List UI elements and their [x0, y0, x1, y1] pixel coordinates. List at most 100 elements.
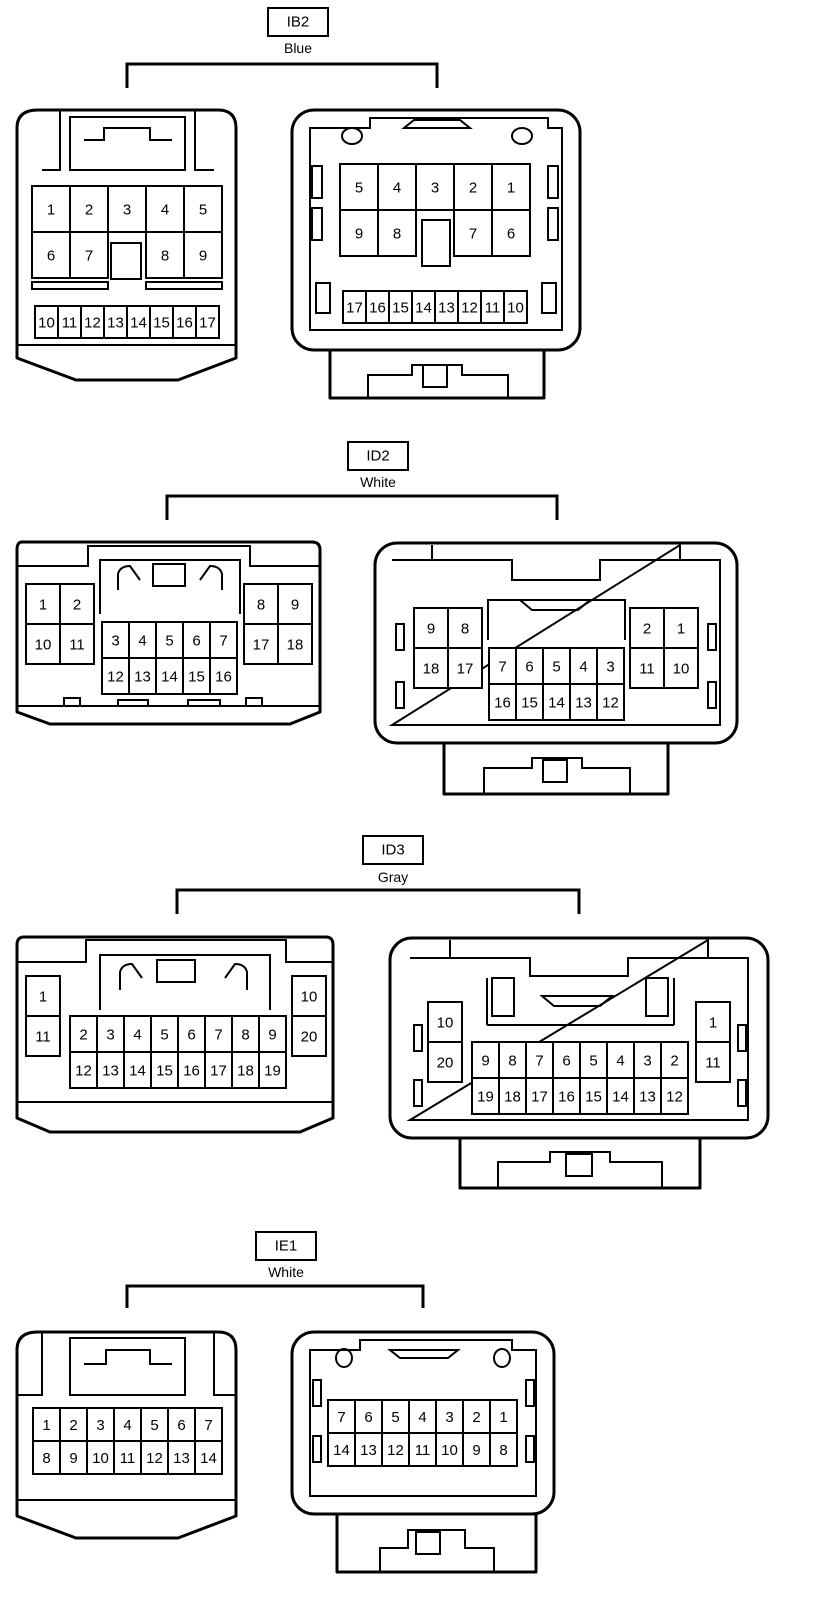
pin-number: 2 [85, 202, 93, 219]
pin-number: 10 [301, 989, 318, 1006]
pin-cell [498, 1041, 527, 1079]
pin-cell [606, 1077, 635, 1115]
pin-cell [128, 657, 157, 695]
pin-cell [195, 305, 220, 339]
connector-code-box [362, 835, 424, 865]
pin-number: 2 [79, 1027, 87, 1044]
connector-code: ID3 [381, 842, 404, 859]
lock-button [422, 364, 448, 388]
pin-number: 11 [485, 300, 501, 317]
housing-rib [525, 1379, 535, 1407]
pin-number: 16 [369, 300, 386, 317]
pin-number: 13 [134, 669, 151, 686]
housing-bottom-lock [335, 1514, 538, 1574]
pin-number: 3 [431, 180, 439, 197]
pin-number: 15 [153, 315, 170, 332]
pin-cell [25, 975, 61, 1017]
pin-cell [327, 1399, 356, 1434]
pin-number: 3 [445, 1409, 453, 1426]
pin-cell [596, 647, 625, 685]
pin-number: 9 [355, 226, 363, 243]
housing-top-step [431, 545, 680, 581]
pin-cell [354, 1399, 383, 1434]
housing-rib [312, 1435, 322, 1463]
housing-notch [539, 995, 615, 1007]
pin-cell [381, 1432, 410, 1467]
pin-number: 16 [494, 695, 511, 712]
pin-number: 10 [507, 300, 524, 317]
pin-number: 18 [237, 1063, 254, 1080]
housing-outline [388, 936, 770, 1140]
pin-cell [569, 647, 598, 685]
pin-cell [291, 975, 327, 1017]
lock-tab [84, 127, 172, 141]
pin-number: 6 [177, 1417, 185, 1434]
housing-rib [547, 165, 559, 199]
pin-cell [415, 163, 455, 211]
housing-hole [493, 1348, 511, 1368]
pin-number: 4 [616, 1053, 624, 1070]
pin-number: 7 [214, 1027, 222, 1044]
pin-number: 14 [200, 1450, 217, 1467]
pin-cell [663, 647, 699, 689]
housing-bottom-lock [328, 350, 546, 400]
pin-number: 17 [346, 300, 363, 317]
pin-cell [123, 1051, 152, 1089]
pin-cell [339, 163, 379, 211]
housing-key [110, 242, 142, 280]
housing-rib [413, 1024, 423, 1052]
pin-number: 11 [62, 315, 78, 332]
housing-slot [145, 281, 223, 290]
pin-number: 8 [257, 597, 265, 614]
connector-color: Gray [378, 869, 408, 885]
pin-cell [243, 623, 279, 665]
housing-latch-frame [69, 1337, 186, 1396]
pin-number: 13 [438, 300, 455, 317]
pin-number: 9 [268, 1027, 276, 1044]
pin-cell [489, 1432, 518, 1467]
pin-number: 3 [96, 1417, 104, 1434]
pin-number: 1 [677, 621, 685, 638]
pin-number: 12 [602, 695, 619, 712]
housing-feet [63, 697, 263, 706]
housing-rib [541, 282, 557, 314]
lock-button [415, 1531, 441, 1555]
pin-number: 4 [579, 659, 587, 676]
housing-hole [341, 127, 363, 145]
pin-number: 9 [472, 1442, 480, 1459]
pin-number: 10 [437, 1015, 454, 1032]
pin-cell [183, 231, 223, 279]
pin-cell [101, 621, 130, 659]
housing-hole [511, 127, 533, 145]
pin-number: 20 [437, 1055, 454, 1072]
pin-number: 2 [73, 597, 81, 614]
lock-tab [156, 959, 196, 983]
pin-cell [277, 583, 313, 625]
pin-number: 5 [391, 1409, 399, 1426]
pin-number: 9 [427, 621, 435, 638]
pin-cell [695, 1001, 731, 1043]
pin-cell [515, 683, 544, 721]
pin-number: 8 [499, 1442, 507, 1459]
pin-number: 1 [39, 989, 47, 1006]
housing-rib [395, 623, 405, 651]
pin-number: 18 [287, 637, 304, 654]
pin-number: 18 [423, 661, 440, 678]
pin-number: 12 [666, 1089, 683, 1106]
pin-number: 1 [42, 1417, 50, 1434]
pin-number: 17 [253, 637, 270, 654]
pin-cell [113, 1407, 142, 1442]
lock-tab [497, 1151, 663, 1188]
pin-number: 10 [92, 1450, 109, 1467]
pin-number: 15 [156, 1063, 173, 1080]
pin-number: 20 [301, 1029, 318, 1046]
pin-number: 8 [508, 1053, 516, 1070]
pin-number: 1 [39, 597, 47, 614]
pin-cell [258, 1051, 287, 1089]
